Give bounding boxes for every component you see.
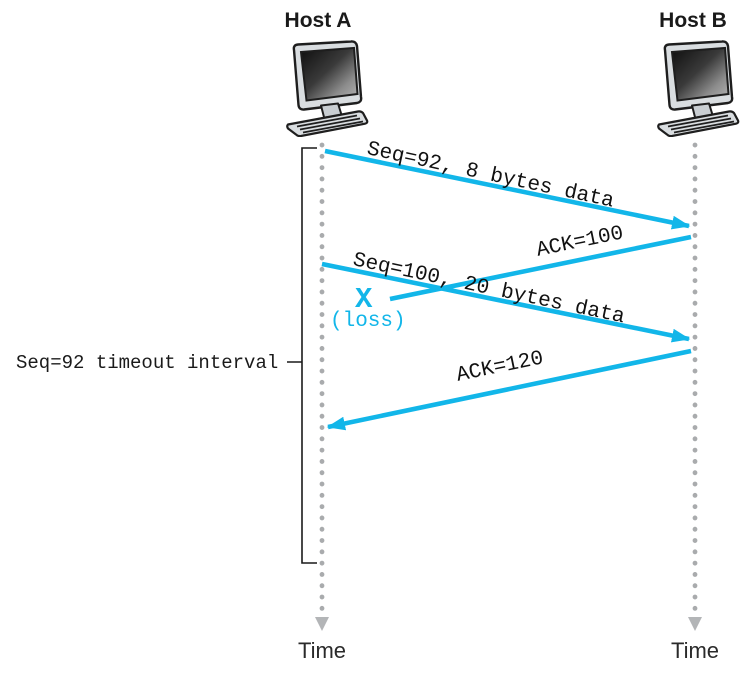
host-a-label: Host A xyxy=(284,9,352,32)
time-arrowhead-b-icon xyxy=(688,617,702,631)
arrow-seq92 xyxy=(324,148,691,230)
computer-icon-host-b xyxy=(657,40,740,137)
time-label-a: Time xyxy=(297,638,347,663)
loss-x-mark: X xyxy=(355,283,373,316)
host-b-label: Host B xyxy=(659,9,727,32)
arrow-ack120 xyxy=(326,348,692,431)
timeout-interval-label: Seq=92 timeout interval xyxy=(16,352,279,374)
arrow-seq100 xyxy=(321,261,691,343)
time-label-b: Time xyxy=(670,638,720,663)
timeout-bracket xyxy=(287,147,317,564)
computer-icon-host-a xyxy=(286,40,369,137)
time-arrowhead-a-icon xyxy=(315,617,329,631)
loss-caption: (loss) xyxy=(330,310,406,333)
